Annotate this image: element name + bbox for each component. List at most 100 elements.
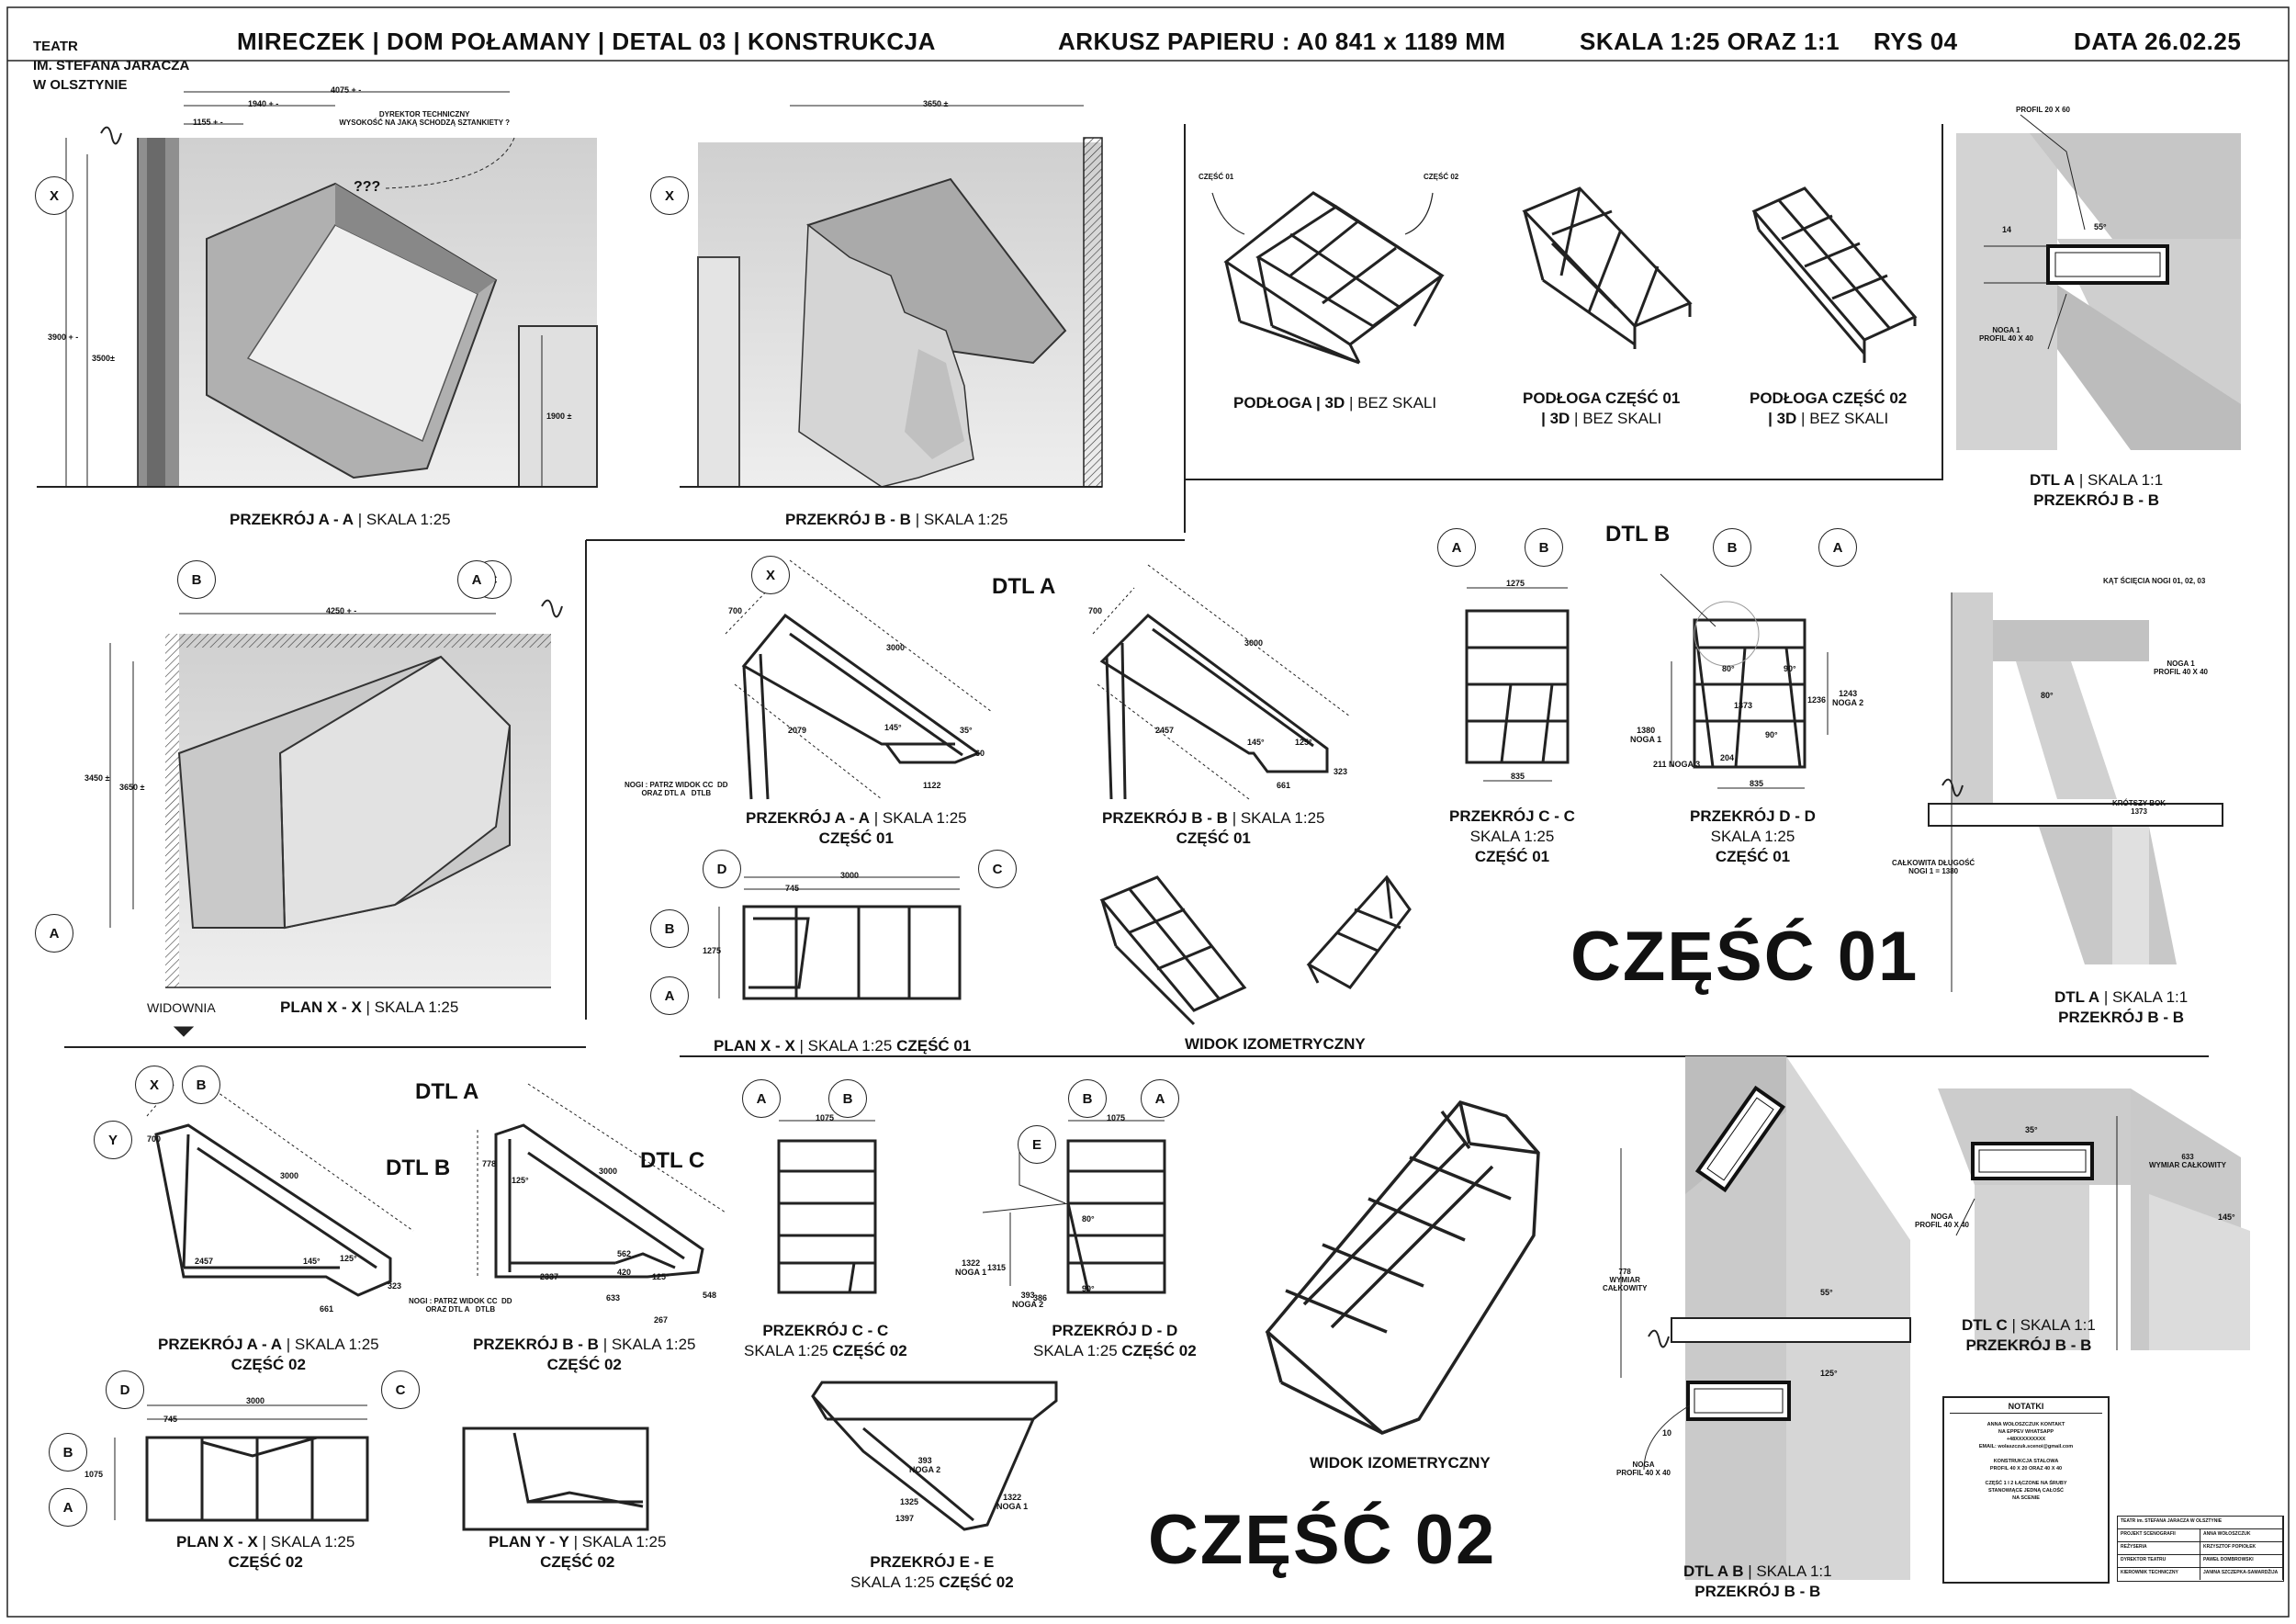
tb-r2b: ANNA WOŁOSZCZUK: [2200, 1529, 2283, 1541]
tag-dtl-a-2: DTL A: [415, 1079, 479, 1104]
caption-p02-iso: WIDOK IZOMETRYCZNY: [1310, 1454, 1491, 1472]
dimension-p02-1075b: 1075: [1107, 1113, 1126, 1122]
caption-plan-xx: PLAN X - X | SKALA 1:25: [280, 998, 459, 1016]
caption-floor-3d: PODŁOGA | 3D | BEZ SKALI: [1233, 394, 1437, 412]
dimension-d3650b: 3650 ±: [119, 783, 145, 792]
floor-3d-frame: [1223, 191, 1445, 365]
dimension-d4075: 4075 + -: [331, 85, 362, 95]
p02-plan-xx-frame: [145, 1436, 369, 1522]
dimension-p01-60: 60: [975, 749, 985, 758]
header-sheet: ARKUSZ PAPIERU : A0 841 x 1189 MM: [1058, 28, 1506, 55]
dimension-dtl-125: 125°: [1820, 1369, 1838, 1378]
dimension-p01-1275b: 1275: [703, 946, 722, 955]
theatre-line2: IM. STEFANA JARACZA: [33, 58, 190, 73]
floor-part01-frame: [1522, 186, 1693, 349]
section-marker: A: [650, 976, 689, 1015]
dimension-p02-125c: 125°: [652, 1272, 670, 1281]
dimension-p02-700a: 700: [147, 1134, 162, 1144]
dimension-p02-323a: 323: [388, 1281, 402, 1291]
section-marker: C: [978, 850, 1017, 888]
annotation-noga1-40x40-b: NOGA 1 PROFIL 40 X 40: [2154, 660, 2208, 676]
annotation-noga1-40x40: NOGA 1 PROFIL 40 X 40: [1979, 326, 2033, 343]
tb-r3b: KRZYSZTOF POPIOŁEK: [2200, 1542, 2283, 1554]
dimension-p01-835b: 835: [1750, 779, 1764, 788]
p02-ee-frame: [811, 1381, 1058, 1531]
annotation-profil-20x60: PROFIL 20 X 60: [2016, 106, 2070, 114]
dimension-p01-700b: 700: [1088, 606, 1103, 615]
section-marker: B: [1068, 1079, 1107, 1118]
dimension-p01-1243: 1243 NOGA 2: [1832, 689, 1864, 707]
annotation-director-q: DYREKTOR TECHNICZNY WYSOKOŚĆ NA JAKĄ SCH…: [339, 110, 510, 127]
dimension-p01-1380: 1380 NOGA 1: [1630, 726, 1662, 744]
floor-part02-frame: [1751, 186, 1918, 363]
dimension-d1940: 1940 + -: [248, 99, 279, 108]
section-marker: B: [828, 1079, 867, 1118]
dimension-p01-1236: 1236: [1807, 695, 1827, 705]
p02-plan-yy-frame: [462, 1427, 649, 1531]
section-marker: C: [381, 1370, 420, 1409]
section-marker: B: [49, 1433, 87, 1472]
dtl-a-mid-render: [1928, 592, 2223, 992]
caption-p01-iso: WIDOK IZOMETRYCZNY: [1185, 1035, 1366, 1053]
header-project: MIRECZEK | DOM POŁAMANY | DETAL 03 | KON…: [237, 28, 936, 55]
dimension-p01-661: 661: [1277, 781, 1291, 790]
dimension-p02-548: 548: [703, 1291, 717, 1300]
theatre-name: TEATR IM. STEFANA JARACZA W OLSZTYNIE: [33, 37, 189, 95]
caption-floor-part02: PODŁOGA CZĘŚĆ 02| 3D | BEZ SKALI: [1750, 389, 1908, 427]
section-marker: A: [49, 1488, 87, 1527]
tag-dtl-b-1: DTL B: [1605, 522, 1671, 547]
annotation-noga-40x40-d: NOGA PROFIL 40 X 40: [1616, 1460, 1671, 1477]
notes-box: NOTATKI ANNA WOŁOSZCZUK KONTAKT NA EPPEV…: [1942, 1396, 2110, 1584]
tb-r5a: KIEROWNIK TECHNICZNY: [2118, 1568, 2200, 1580]
tb-r1a: TEATR im. STEFANA JARACZA W OLSZTYNIE: [2118, 1517, 2283, 1528]
annotation-noga-40x40-c: NOGA PROFIL 40 X 40: [1915, 1212, 1969, 1229]
dimension-p01-145a: 145°: [884, 723, 902, 732]
dimension-p02-1397: 1397: [895, 1514, 915, 1523]
dimension-p02-1322b: 1322 NOGA 1: [996, 1493, 1029, 1511]
annotation-calkowita: CAŁKOWITA DŁUGOŚĆ NOGI 1 = 1380: [1892, 859, 1975, 875]
section-marker: A: [457, 560, 496, 599]
annotation-nogi-patrz-2: NOGI : PATRZ WIDOK CC DD ORAZ DTL A DTLB: [409, 1297, 512, 1314]
dimension-dtl-55b: 55°: [1820, 1288, 1833, 1297]
dtl-c-leaders: [1955, 1116, 2118, 1350]
p02-cd-dims: [779, 1120, 1165, 1286]
dimension-p01-745: 745: [785, 884, 800, 893]
dimension-d3900: 3900 + -: [48, 333, 79, 342]
p01-cc-frame: [1465, 609, 1570, 764]
section-bb-render: [680, 137, 1103, 488]
title-part02: CZĘŚĆ 02: [1148, 1501, 1497, 1579]
section-marker: Y: [94, 1121, 132, 1159]
dimension-d3650a: 3650 ±: [923, 99, 949, 108]
dimension-p02-1325: 1325: [900, 1497, 919, 1506]
break-lines: [100, 126, 1964, 1348]
dimension-dtl-145: 145°: [2218, 1212, 2235, 1222]
dimension-d1900: 1900 ±: [546, 412, 572, 421]
dimension-p02-3000a: 3000: [280, 1171, 299, 1180]
dtl-c-render: [1938, 1088, 2250, 1350]
section-marker: B: [182, 1066, 220, 1104]
dimension-p01-1275a: 1275: [1506, 579, 1525, 588]
dimension-p02-1322a: 1322 NOGA 1: [955, 1258, 987, 1277]
p01-plan-dims: [718, 876, 960, 998]
p01-iso-frames: [1099, 874, 1412, 1026]
tb-r5b: JANINA SZCZEPKA-SAMARDŽIJA: [2200, 1568, 2283, 1580]
title-part01: CZĘŚĆ 01: [1570, 918, 1919, 996]
p02-cc-frame: [777, 1139, 877, 1294]
section-marker: X: [35, 176, 73, 215]
p01-cd-dims: [1467, 573, 1829, 789]
tb-r4b: PAWEŁ DOMBROWSKI: [2200, 1555, 2283, 1567]
dimension-p02-125a: 125°: [340, 1254, 357, 1263]
p02-bb-frame: [494, 1123, 704, 1279]
dimension-p02-1315: 1315: [987, 1263, 1007, 1272]
dimension-p01-145b: 145°: [1247, 738, 1265, 747]
dimension-p01-211: 211 NOGA 3: [1653, 760, 1701, 769]
dimension-p01-3000b: 3000: [1244, 638, 1264, 648]
dimension-p02-1075c: 1075: [84, 1470, 104, 1479]
